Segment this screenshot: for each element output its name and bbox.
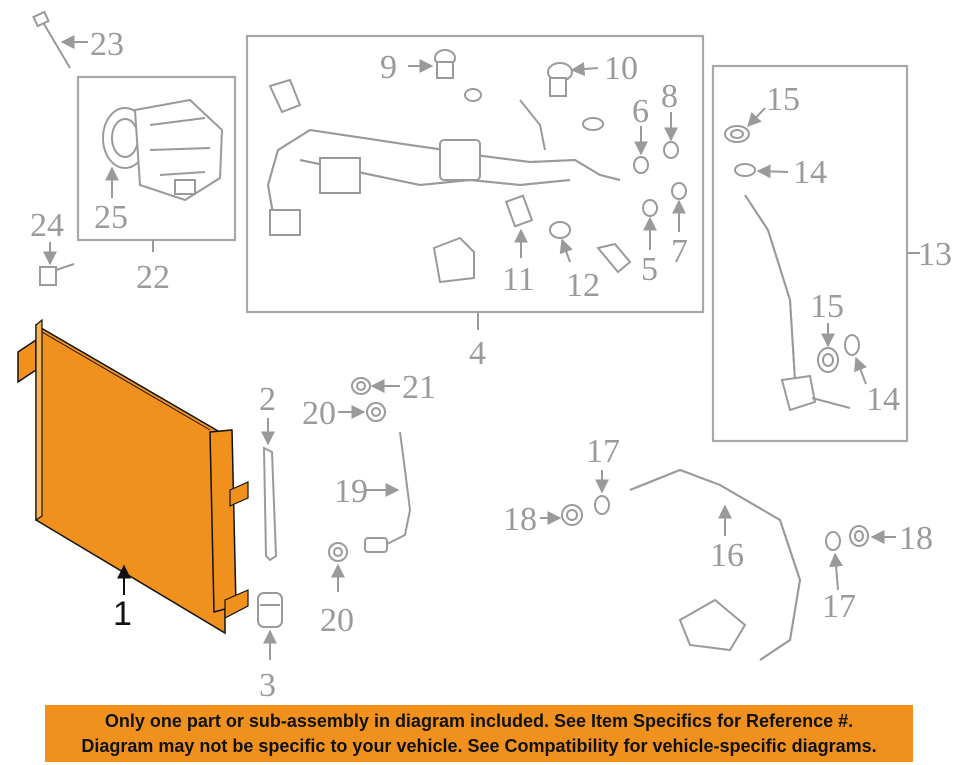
o-ring-17-icon [594,495,610,515]
valve-10-icon [547,62,573,97]
callout-9: 9 [380,49,397,86]
hose-13-icon [744,194,851,412]
o-ring-14-icon [734,163,756,177]
bolt-24-icon [39,263,75,286]
callout-4: 4 [469,335,486,372]
callout-11: 11 [502,261,535,298]
disclaimer-banner: Only one part or sub-assembly in diagram… [45,705,913,762]
disclaimer-line-2: Diagram may not be specific to your vehi… [81,736,877,756]
callout-17a: 17 [586,433,620,470]
o-ring-17b-icon [825,531,841,551]
pressure-sensor-icon [504,194,534,228]
callout-14a: 14 [793,154,827,191]
group-box-22 [76,75,237,242]
callout-17b: 17 [822,588,856,625]
bolt-icon [32,10,71,69]
callout-1: 1 [113,595,132,633]
washer-21-icon [351,377,371,395]
callout-5: 5 [641,251,658,288]
callout-15a: 15 [766,81,800,118]
bracket-icon [596,242,632,274]
valve-9-icon [434,49,456,79]
callout-3: 3 [259,667,276,704]
disclaimer-line-1: Only one part or sub-assembly in diagram… [104,711,854,731]
ac-line-assembly-icon [266,78,621,236]
o-ring-icon [464,88,687,239]
callout-19: 19 [334,473,368,510]
callout-18b: 18 [899,520,933,557]
callout-20a: 20 [302,395,336,432]
washer-20-icon [366,402,386,422]
washer-15-icon [724,125,750,143]
hose-16-icon [629,468,802,661]
washer-18-icon [561,504,583,526]
callout-10: 10 [604,50,638,87]
condenser-part [17,318,249,635]
callout-2: 2 [259,381,276,418]
callout-6: 6 [632,93,649,130]
callout-24: 24 [30,207,64,244]
callout-22: 22 [136,259,170,296]
compressor-icon [102,98,224,202]
hose-19-icon [364,431,412,553]
callout-13: 13 [918,236,952,273]
callout-21: 21 [402,369,436,406]
callout-25: 25 [94,199,128,236]
group-box-4 [245,34,705,314]
callout-14b: 14 [866,381,900,418]
washer-20b-icon [328,542,348,562]
callout-15b: 15 [810,288,844,325]
callout-18a: 18 [503,501,537,538]
seal-strip-icon [262,446,278,562]
washer-18b-icon [849,525,869,547]
washer-15b-icon [817,347,839,373]
callout-7: 7 [671,233,688,270]
callout-23: 23 [90,26,124,63]
mount-block-icon [432,236,475,284]
callout-12: 12 [566,267,600,304]
callout-20b: 20 [320,602,354,639]
o-ring-14b-icon [844,334,860,356]
drier-icon [257,592,283,628]
callout-16: 16 [710,537,744,574]
callout-8: 8 [661,78,678,115]
